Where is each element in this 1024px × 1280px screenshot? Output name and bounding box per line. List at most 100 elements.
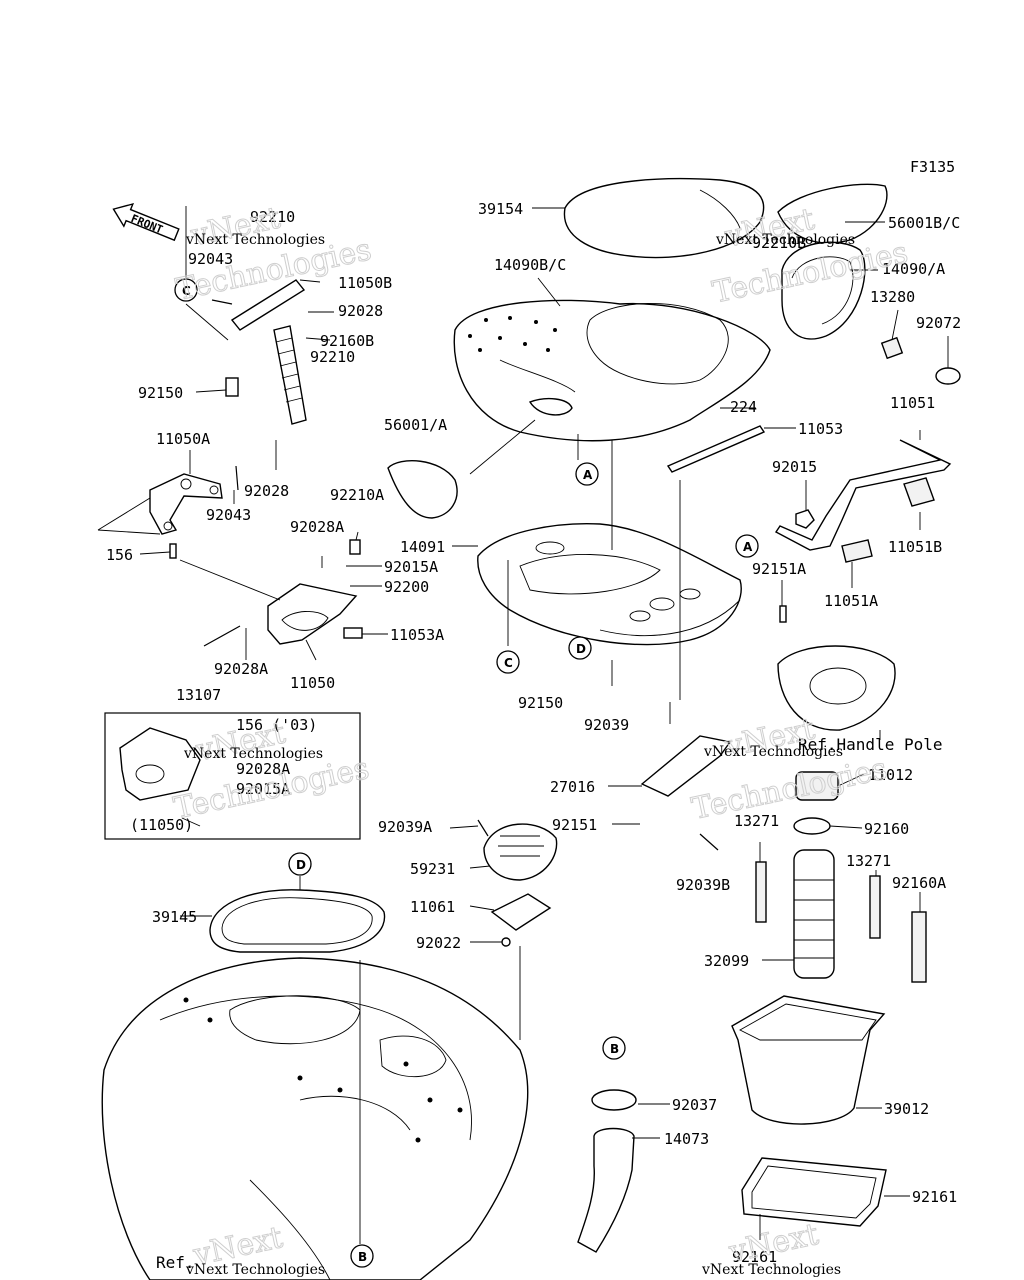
- callout-A-right: A: [735, 534, 759, 558]
- label-92015-right: 92015: [772, 458, 817, 476]
- leader-lines: [97, 206, 949, 1244]
- label-inset-156: 156 ('03): [236, 716, 317, 734]
- watermark-text-3: vNext Technologies: [183, 746, 323, 762]
- handle-pole-plate: [777, 645, 896, 731]
- label-39012: 39012: [884, 1100, 929, 1118]
- plate-11053a: [343, 627, 363, 639]
- label-11053: 11053: [798, 420, 843, 438]
- label-11012: 11012: [868, 766, 913, 784]
- label-13271-a: 13271: [734, 812, 779, 830]
- strip-13271-b: [869, 875, 881, 939]
- gasket-39145: [209, 889, 386, 953]
- hull: [101, 957, 529, 1280]
- box-39012: [731, 995, 886, 1125]
- nut-92015-right: [795, 509, 815, 529]
- label-59231: 59231: [410, 860, 455, 878]
- hull-holes: [183, 997, 463, 1143]
- bracket-11051b: [903, 477, 935, 507]
- label-13107: 13107: [176, 686, 221, 704]
- label-11050a: 11050A: [156, 430, 210, 448]
- label-56001bc: 56001B/C: [888, 214, 960, 232]
- screw-92022: [501, 937, 511, 947]
- bracket-11051a: [841, 539, 873, 563]
- ring-92160: [793, 817, 831, 835]
- label-14090a: 14090/A: [882, 260, 945, 278]
- label-ref-bottom: Ref.: [156, 1253, 195, 1272]
- inset-bracket-11050: [119, 727, 201, 801]
- label-92039: 92039: [584, 716, 629, 734]
- label-11053a: 11053A: [390, 626, 444, 644]
- bracket-11050b: [230, 279, 306, 331]
- label-inset-92015a: 92015A: [236, 780, 290, 798]
- plate-13280: [880, 336, 904, 360]
- label-92151a: 92151A: [752, 560, 806, 578]
- pin-92039b: [699, 833, 719, 851]
- boot-ribs: [275, 337, 303, 403]
- cover-56001a: [387, 460, 458, 519]
- vent-59231: [483, 823, 558, 881]
- label-92028-top: 92028: [338, 302, 383, 320]
- hood-plate: [528, 397, 573, 416]
- label-92022: 92022: [416, 934, 461, 952]
- label-11050: 11050: [290, 674, 335, 692]
- hood-holes: [468, 316, 557, 352]
- svg-text:A: A: [583, 468, 593, 482]
- svg-text:B: B: [358, 1250, 367, 1264]
- label-13271-b: 13271: [846, 852, 891, 870]
- label-92043-mid: 92043: [206, 506, 251, 524]
- clamp-92037: [591, 1089, 637, 1111]
- strip-92160a: [911, 911, 927, 983]
- bracket-11051: [774, 439, 952, 551]
- callout-C-top: C: [174, 278, 198, 302]
- gasket-11061: [490, 893, 552, 931]
- inset-box: [104, 712, 361, 840]
- label-14091: 14091: [400, 538, 445, 556]
- hose-14073: [577, 1127, 635, 1253]
- label-11051: 11051: [890, 394, 935, 412]
- label-92160a: 92160A: [892, 874, 946, 892]
- label-92161-bottom: 92161: [732, 1248, 777, 1266]
- watermark-text-5: vNext Technologies: [185, 1262, 325, 1278]
- label-92072: 92072: [916, 314, 961, 332]
- label-92039a: 92039A: [378, 818, 432, 836]
- bolt-92151a: [779, 605, 787, 623]
- front-arrow-icon: FRONT: [112, 202, 180, 242]
- label-13280: 13280: [870, 288, 915, 306]
- label-32099: 32099: [704, 952, 749, 970]
- label-156: 156: [106, 546, 133, 564]
- bolt-156: [169, 543, 177, 559]
- bracket-11050: [267, 583, 358, 645]
- svg-text:C: C: [504, 656, 513, 670]
- svg-text:Technologies: Technologies: [689, 751, 890, 827]
- label-39154: 39154: [478, 200, 523, 218]
- bolt-92150-left: [225, 377, 239, 397]
- callout-C-mid: C: [496, 650, 520, 674]
- bolt-92210a: [349, 539, 361, 555]
- bolt-13107: [203, 625, 241, 647]
- svg-text:B: B: [610, 1042, 619, 1056]
- cover-56001bc: [777, 183, 888, 244]
- svg-text:D: D: [296, 858, 306, 872]
- label-92028a-bottom: 92028A: [214, 660, 268, 678]
- watermark-text-1: vNext Technologies: [185, 232, 325, 248]
- svg-text:C: C: [182, 284, 191, 298]
- label-92028-mid: 92028: [244, 482, 289, 500]
- callout-A-top: A: [575, 462, 599, 486]
- label-92043-top: 92043: [188, 250, 233, 268]
- label-11051a: 11051A: [824, 592, 878, 610]
- label-92210a: 92210A: [330, 486, 384, 504]
- watermark-text-4: vNext Technologies: [703, 744, 843, 760]
- label-27016: 27016: [550, 778, 595, 796]
- boot-92160b: [273, 325, 307, 425]
- callout-B-bottom: B: [350, 1244, 374, 1268]
- label-11051b: 11051B: [888, 538, 942, 556]
- bolt-92043-top: [211, 299, 233, 305]
- callout-D-bottom: D: [288, 852, 312, 876]
- hose-ribs: [794, 879, 834, 959]
- bracket-11053: [666, 425, 766, 473]
- label-224: 224: [730, 398, 757, 416]
- label-14090bc: 14090B/C: [494, 256, 566, 274]
- label-inset-92028a: 92028A: [236, 760, 290, 778]
- label-92210-top: 92210: [250, 208, 295, 226]
